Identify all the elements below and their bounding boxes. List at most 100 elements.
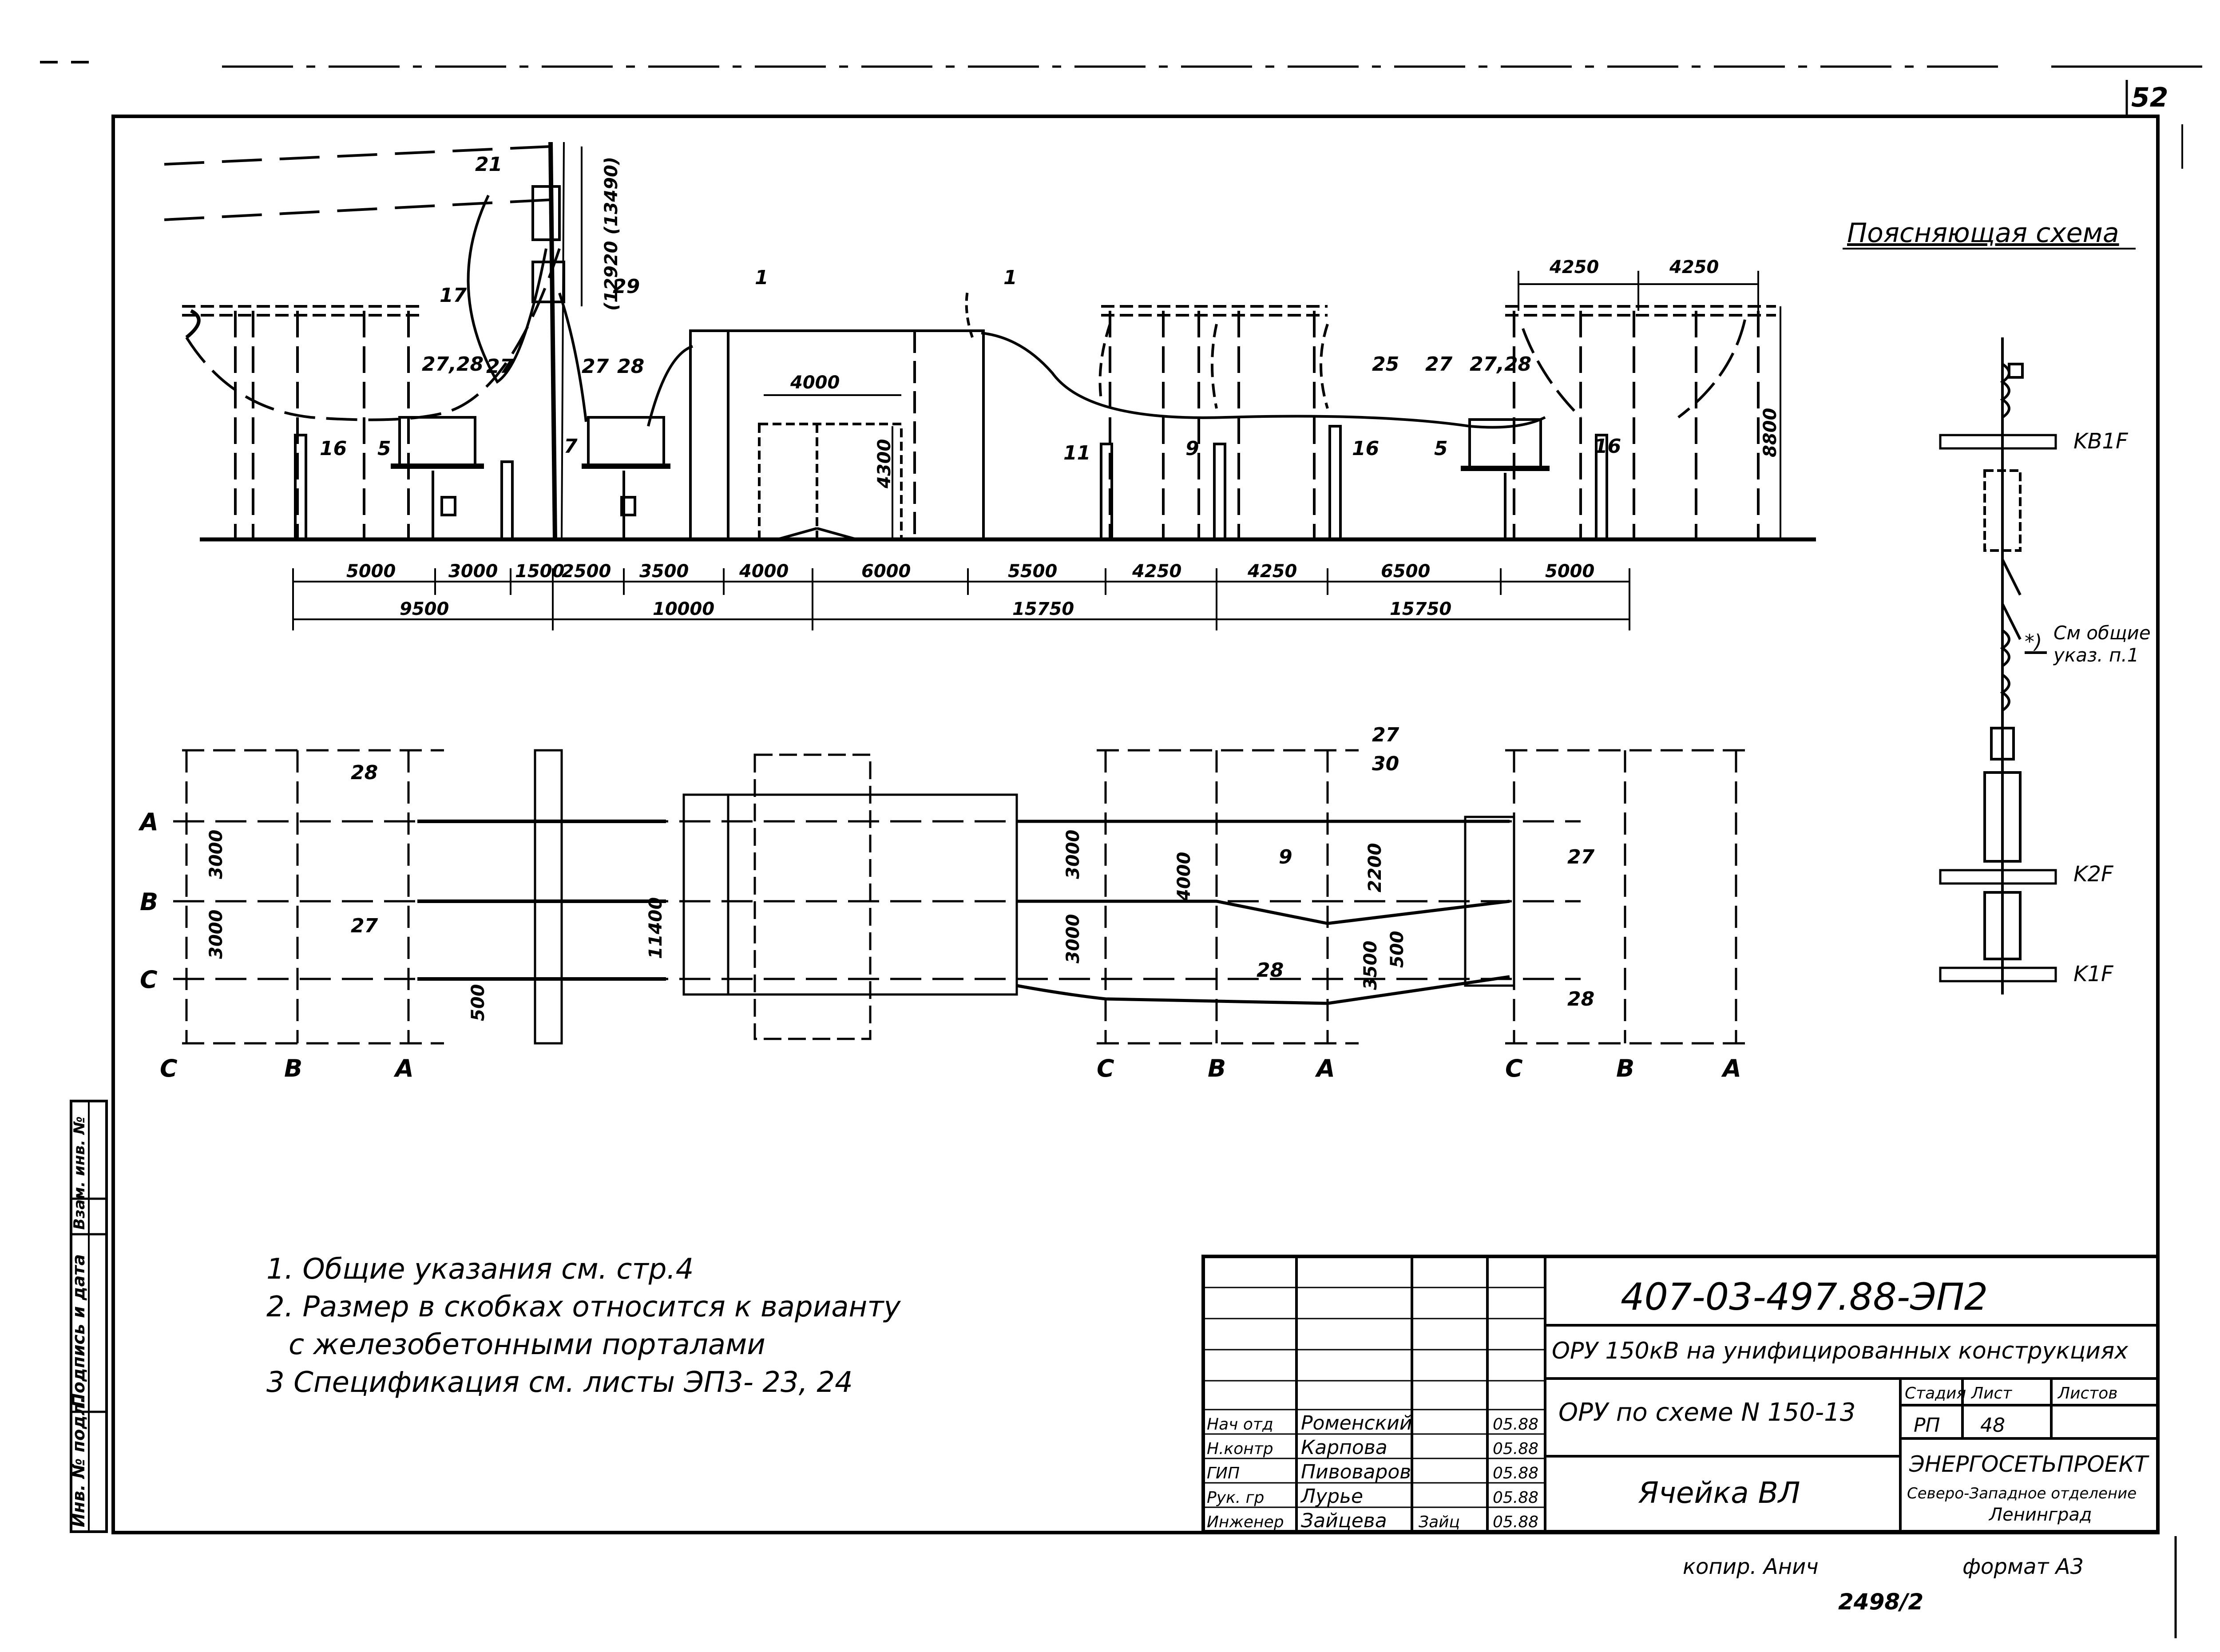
project-title: ОРУ 150кВ на унифицированных конструкция… (1552, 1338, 2129, 1364)
plan-view: A B C C B A C B A C B A 28 27 27 30 9 27… (138, 724, 1745, 1082)
plan-dim: 2200 (1365, 843, 1385, 892)
staff-name: Роменский (1301, 1412, 1412, 1434)
footer: копир. Анич формат А3 2498/2 (1683, 1554, 2084, 1615)
dim-row2: 15750 (1390, 599, 1451, 619)
col-axis-label: B (1208, 1054, 1226, 1082)
vertical-dim: 4300 (874, 439, 895, 489)
plan-dim: 3000 (1063, 914, 1083, 963)
plan-callout: 27 (351, 915, 378, 937)
dim-row2: 15750 (1012, 599, 1074, 619)
elevation-callout: 27,28 (422, 353, 484, 376)
plan-callout: 27 (1372, 724, 1399, 746)
dim-row1: 4000 (739, 561, 789, 582)
elevation-callout: 28 (617, 355, 644, 378)
dim-row1: 5000 (346, 561, 396, 582)
dim-row1: 4250 (1247, 561, 1297, 582)
general-notes: 1. Общие указания см. стр.4 2. Размер в … (266, 1253, 901, 1399)
dim-row1: 6500 (1381, 561, 1430, 582)
col-axis-label: B (1616, 1054, 1634, 1082)
top-dim: 4250 (1669, 257, 1719, 277)
staff-date: 05.88 (1493, 1464, 1538, 1482)
title-block: 407-03-497.88-ЭП2 ОРУ 150кВ на унифициро… (1201, 1255, 2160, 1533)
elevation-callout: 5 (377, 437, 391, 460)
plan-callout: 28 (1257, 959, 1284, 982)
dim-row1: 4250 (1132, 561, 1181, 582)
staff-sign: Зайц (1419, 1513, 1460, 1531)
plan-dim: 500 (468, 984, 488, 1022)
legend-title: Поясняющая схема (1847, 218, 2119, 249)
copied-by: копир. Анич (1683, 1554, 1819, 1579)
footnote-mark: *) (2025, 630, 2042, 653)
note-line: 1. Общие указания см. стр.4 (266, 1253, 694, 1286)
vertical-dim: 8800 (1760, 408, 1780, 457)
elevation-callout: 21 (475, 153, 502, 176)
elevation-callout: 16 (1594, 435, 1621, 458)
footnote-line: указ. п.1 (2053, 644, 2139, 666)
explanatory-schematic: Поясняющая схема KB1F K2F K1F *) См общи… (1843, 218, 2151, 994)
plan-callout: 27 (1567, 846, 1595, 868)
plan-callout: 28 (1567, 988, 1594, 1010)
row-axis-label: C (140, 966, 158, 994)
page-number: 52 (2131, 82, 2168, 113)
staff-role: Н.контр (1207, 1440, 1273, 1458)
row-axis-label: A (138, 808, 159, 836)
dim-row1: 5000 (1545, 561, 1594, 582)
plan-dim: 3500 (1360, 941, 1381, 990)
elevation-callout: 27 (582, 355, 609, 378)
staff-role: Инженер (1207, 1513, 1284, 1531)
side-stamp: Инв. № подл. Подпись и дата Взам. инв. № (69, 1100, 108, 1533)
paper-format: формат А3 (1962, 1554, 2084, 1579)
dim-row1: 1500 (515, 561, 564, 582)
elevation-callout: 16 (320, 437, 347, 460)
dim-row2: 10000 (653, 599, 714, 619)
header-sheets: Листов (2057, 1384, 2117, 1402)
staff-name: Карпова (1301, 1436, 1388, 1459)
elevation-callout: 25 (1372, 353, 1399, 376)
elevation-callout: 17 (440, 284, 467, 307)
elevation-callout: 27 (1425, 353, 1453, 376)
staff-name: Пивоваров (1301, 1461, 1411, 1483)
elevation-callout: 27,28 (1470, 353, 1531, 376)
plan-callout: 30 (1372, 753, 1399, 775)
note-line: 3 Спецификация см. листы ЭП3- 23, 24 (266, 1366, 853, 1399)
staff-rows: Нач отд Роменский 05.88 Н.контр Карпова … (1207, 1412, 1538, 1532)
org-branch: Северо-Западное отделение (1907, 1485, 2137, 1502)
elevation-callout: 1 (755, 266, 769, 289)
top-dim: 4250 (1549, 257, 1599, 277)
staff-date: 05.88 (1493, 1489, 1538, 1507)
plan-callout: 28 (351, 761, 378, 784)
stage-value: РП (1914, 1414, 1940, 1437)
breaker-label: K1F (2073, 962, 2114, 986)
elevation-callout: 5 (1434, 437, 1448, 460)
note-line: с железобетонными порталами (289, 1328, 765, 1361)
dim-row1: 3500 (639, 561, 689, 582)
elevation-callout: 9 (1185, 437, 1199, 460)
org-city: Ленинград (1988, 1505, 2092, 1525)
elevation-callout: 27 (486, 355, 514, 378)
elevation-callout: 7 (564, 435, 578, 458)
staff-role: Нач отд (1207, 1415, 1273, 1434)
staff-role: Рук. гр (1207, 1489, 1264, 1507)
footnote-line: См общие (2054, 622, 2151, 644)
plan-dim: 3000 (206, 830, 226, 879)
col-axis-label: C (1505, 1054, 1523, 1082)
row-axis-label: B (140, 888, 158, 916)
plan-dim: 500 (1387, 931, 1407, 968)
staff-name: Лурье (1300, 1485, 1363, 1508)
plan-dim: 3000 (206, 910, 226, 959)
sheet-number: 48 (1980, 1414, 2005, 1437)
col-axis-label: A (1315, 1054, 1335, 1082)
col-axis-label: A (1721, 1054, 1741, 1082)
document-code: 407-03-497.88-ЭП2 (1621, 1275, 1988, 1319)
dim-row1: 6000 (861, 561, 911, 582)
elevation-callout: 1 (1003, 266, 1017, 289)
org-name: ЭНЕРГОСЕТЬПРОЕКТ (1909, 1451, 2149, 1477)
dim-row1: 5500 (1008, 561, 1057, 582)
plan-dim: 3000 (1063, 830, 1083, 879)
col-axis-label: C (160, 1054, 178, 1082)
header-sheet: Лист (1970, 1384, 2012, 1402)
staff-date: 05.88 (1493, 1440, 1538, 1458)
staff-date: 05.88 (1493, 1513, 1538, 1531)
dim-row1: 2500 (562, 561, 611, 582)
